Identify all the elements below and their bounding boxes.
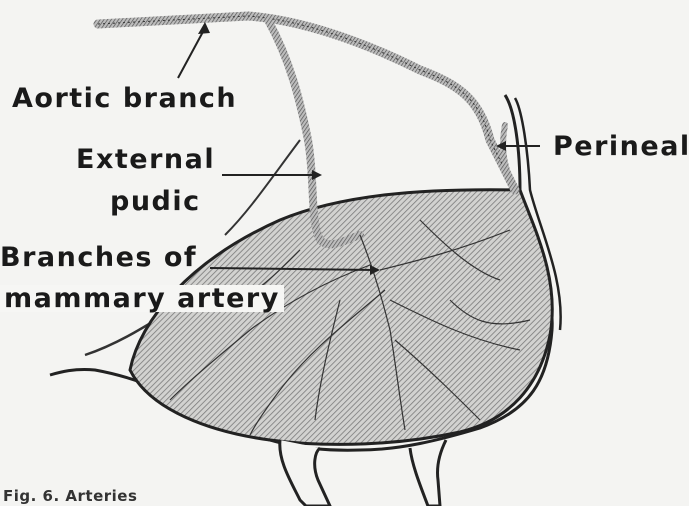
pointer-aortic-arrowhead <box>198 22 210 34</box>
perineal-artery <box>503 125 515 190</box>
label-external-pudic-line2: pudic <box>110 188 201 215</box>
label-external-pudic-line1: External <box>76 146 215 173</box>
pointer-aortic <box>178 28 205 78</box>
pointer-external-pudic-arrowhead <box>312 170 322 180</box>
label-aortic-branch: Aortic branch <box>12 85 237 112</box>
teat-right <box>410 440 446 506</box>
figure-caption: Fig. 6. Arteries <box>3 487 137 505</box>
label-perineal: Perineal <box>553 133 689 160</box>
label-branches-line1: Branches of <box>0 244 197 271</box>
label-branches-line2: mammary artery <box>0 285 284 312</box>
udder-body <box>130 190 552 445</box>
